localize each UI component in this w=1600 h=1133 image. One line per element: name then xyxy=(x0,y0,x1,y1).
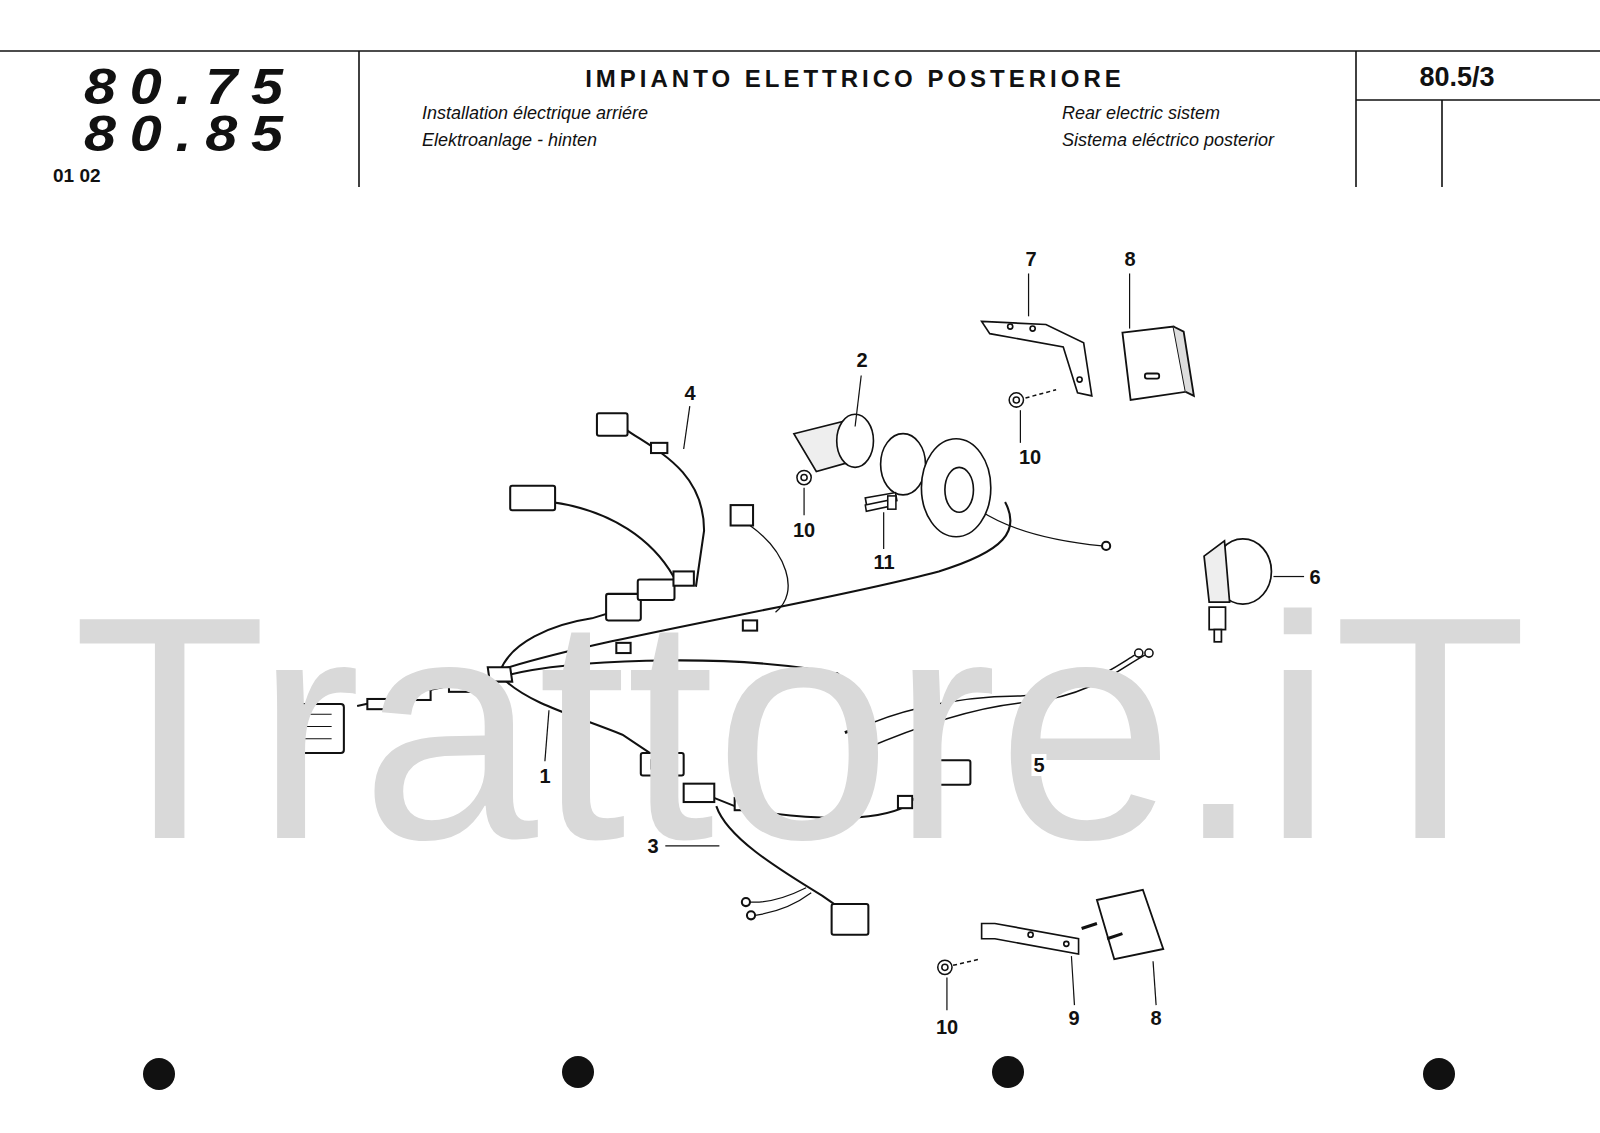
light-8-lower xyxy=(1082,890,1164,959)
callout-number: 5 xyxy=(1031,754,1046,776)
callout-number: 10 xyxy=(934,1016,960,1038)
watermark: Trattore.iT xyxy=(73,569,1528,887)
callout-number: 7 xyxy=(1023,248,1038,270)
page-title: IMPIANTO ELETTRICO POSTERIORE xyxy=(585,66,1125,92)
socket-2 xyxy=(794,414,991,536)
callout-number: 6 xyxy=(1307,566,1322,588)
bracket-9 xyxy=(982,923,1079,954)
callout-number: 8 xyxy=(1122,248,1137,270)
light-8 xyxy=(1122,327,1193,400)
subtitle-german: Elektroanlage - hinten xyxy=(422,131,597,151)
subtitle-spanish: Sistema eléctrico posterior xyxy=(1062,131,1274,151)
subtitle-english: Rear electric sistem xyxy=(1062,104,1220,124)
callout-number: 4 xyxy=(682,382,697,404)
model-name: 80.85 xyxy=(84,107,297,162)
page-number: 80.5/3 xyxy=(1417,63,1496,93)
bracket-7 xyxy=(982,321,1092,395)
callout-number: 3 xyxy=(645,835,660,857)
edition-code: 01 02 xyxy=(53,166,101,187)
callout-number: 10 xyxy=(1017,446,1043,468)
subtitle-french: Installation électrique arriére xyxy=(422,104,648,124)
callout-number: 2 xyxy=(854,349,869,371)
callout-number: 10 xyxy=(791,519,817,541)
binder-holes xyxy=(143,1056,1455,1090)
callout-number: 11 xyxy=(871,551,896,573)
header-frame xyxy=(0,51,1600,187)
callout-number: 8 xyxy=(1148,1007,1163,1029)
bolt-11 xyxy=(865,496,896,511)
callout-number: 9 xyxy=(1066,1007,1081,1029)
callout-number: 1 xyxy=(537,765,552,787)
